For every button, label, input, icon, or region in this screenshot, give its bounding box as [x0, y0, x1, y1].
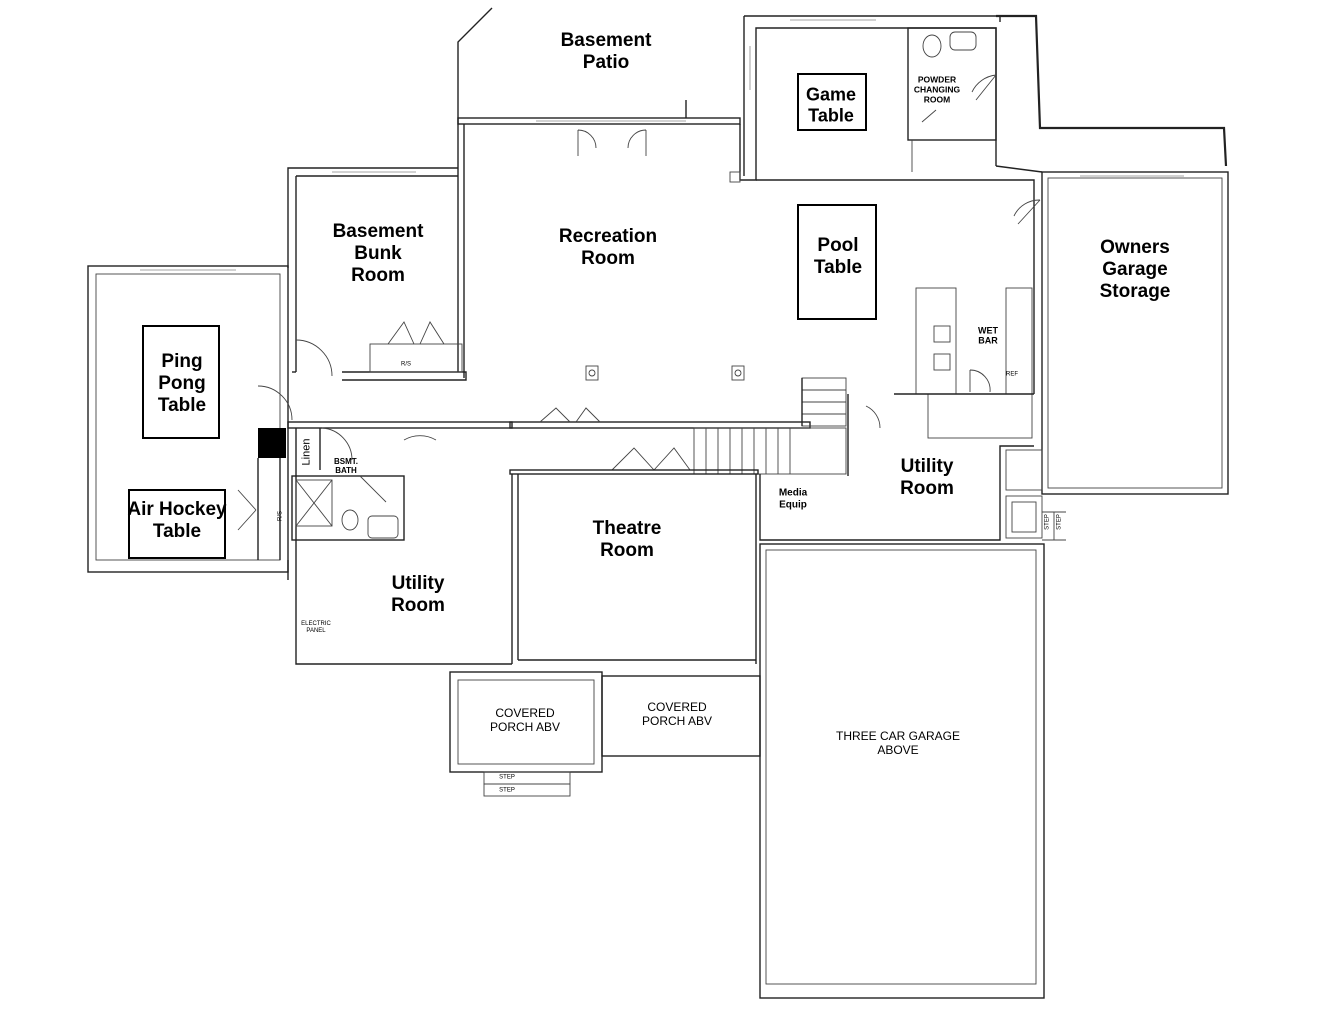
- powder-changing-room-label: POWDER CHANGING ROOM: [913, 74, 961, 104]
- linen-label: Linen: [300, 438, 313, 466]
- air-hockey-table-label: Air Hockey Table: [127, 499, 227, 542]
- ping-pong-table-label: Ping Pong Table: [157, 351, 207, 416]
- utility-left-walls: [295, 580, 512, 665]
- step-label: STEP: [1044, 514, 1051, 530]
- basement-bunk-room-label: Basement Bunk Room: [332, 221, 424, 286]
- rs-left-label: R/S: [277, 510, 284, 522]
- game-wing-walls: [739, 15, 1001, 181]
- three-car-garage-label: THREE CAR GARAGE ABOVE: [835, 729, 961, 757]
- rs-bunk-label: R/S: [400, 361, 412, 368]
- bunk-room-walls: [287, 167, 467, 381]
- tables: [128, 73, 877, 559]
- recreation-room-label: Recreation Room: [558, 226, 658, 269]
- stair-theatre-walls: [509, 377, 849, 664]
- media-equip-label: Media Equip: [778, 487, 808, 511]
- covered-porch-left-label: COVERED PORCH ABV: [489, 706, 561, 734]
- covered-porch-walls: [449, 671, 761, 797]
- owners-garage-storage-label: Owners Garage Storage: [1099, 237, 1171, 302]
- recreation-walls: [457, 117, 741, 378]
- utility-room-right-label: Utility Room: [900, 456, 954, 499]
- step-label: STEP: [1056, 514, 1063, 530]
- utility-right-walls: [759, 393, 1066, 541]
- patio-outline: [457, 7, 687, 118]
- utility-room-left-label: Utility Room: [391, 573, 445, 616]
- game-table-label: Game Table: [805, 84, 857, 125]
- ping-pong-walls: [87, 265, 293, 573]
- hallway-walls: [287, 371, 513, 580]
- bsmt-bath-label: BSMT. BATH: [334, 456, 358, 475]
- fixtures: [585, 171, 745, 381]
- three-car-garage-walls: [759, 543, 1045, 999]
- pool-section-walls: [756, 179, 1041, 439]
- step-label: STEP: [499, 787, 515, 794]
- wet-bar-label: WET BAR: [978, 325, 998, 346]
- theatre-room-label: Theatre Room: [592, 518, 662, 561]
- ref-label: REF: [1006, 371, 1018, 378]
- step-label: STEP: [499, 774, 515, 781]
- covered-porch-right-label: COVERED PORCH ABV: [641, 700, 713, 728]
- basement-patio-label: Basement Patio: [560, 30, 652, 73]
- pool-table-label: Pool Table: [813, 235, 863, 278]
- owners-garage-walls: [995, 14, 1229, 495]
- electric-panel-label: ELECTRIC PANEL: [301, 621, 331, 634]
